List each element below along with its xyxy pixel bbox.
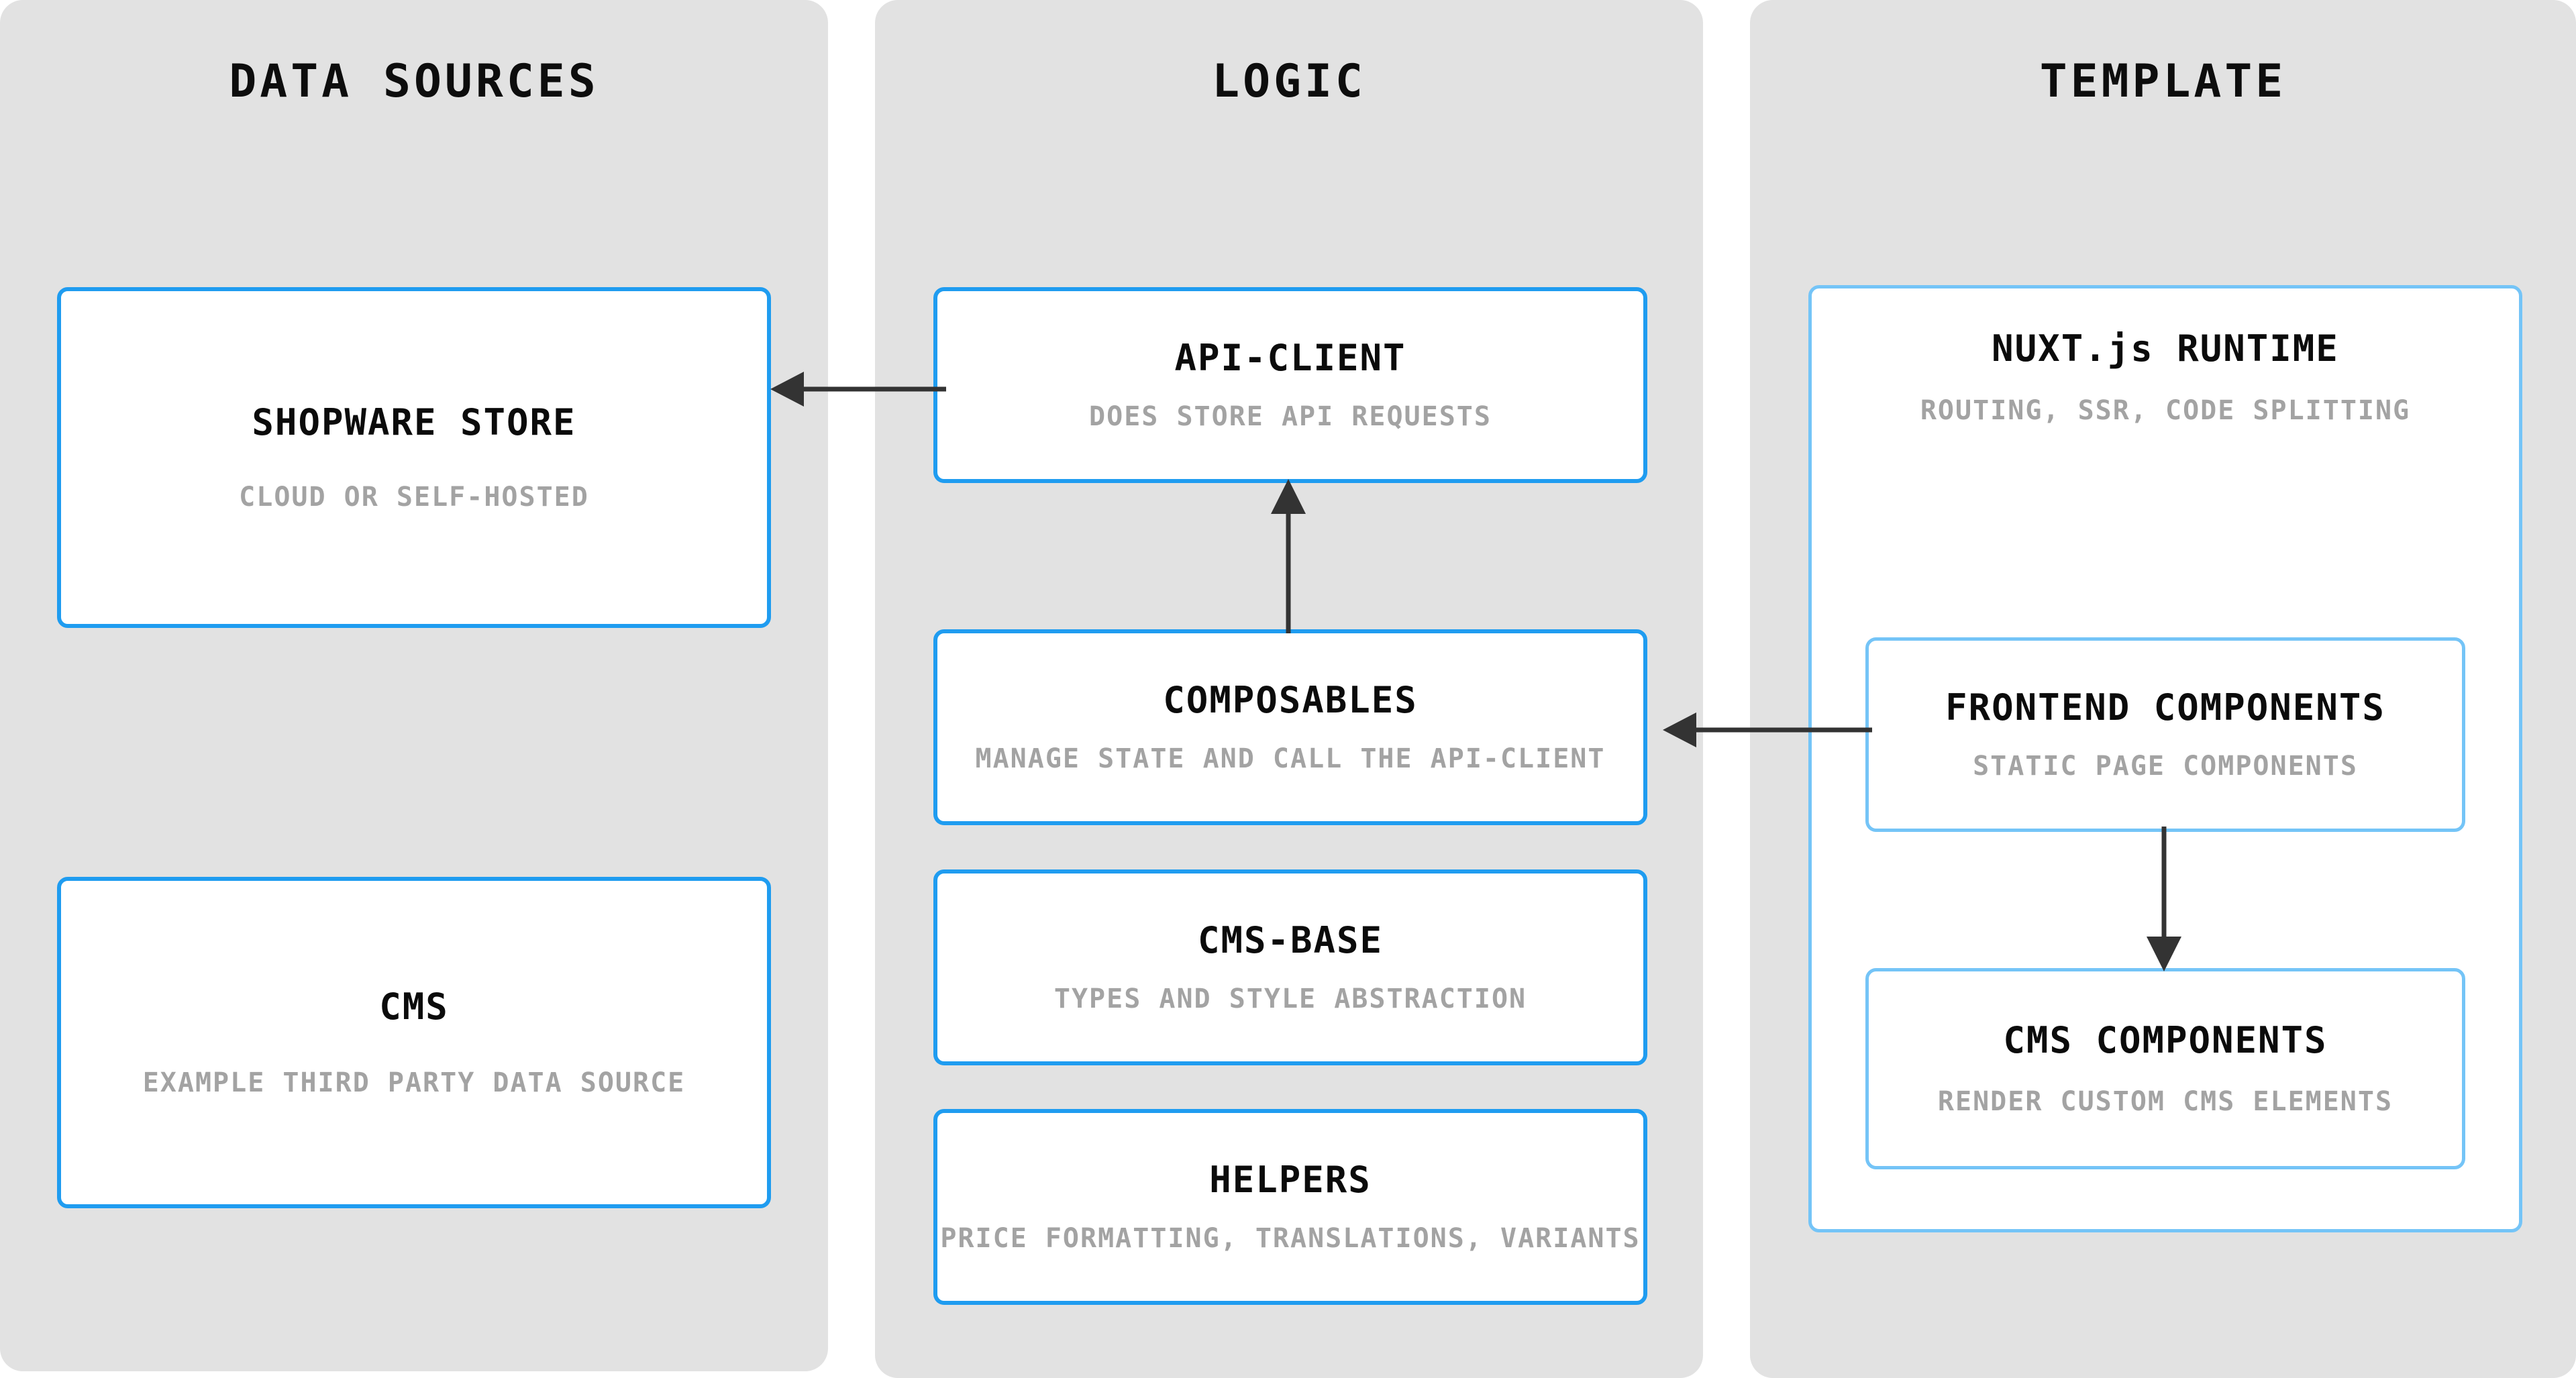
node-title: HELPERS bbox=[1209, 1158, 1372, 1201]
arrow-frontend-components-to-composables bbox=[1644, 703, 1872, 757]
node-cms[interactable]: CMS EXAMPLE THIRD PARTY DATA SOURCE bbox=[57, 877, 771, 1208]
arrow-composables-to-api-client bbox=[1261, 478, 1315, 633]
node-title: FRONTEND COMPONENTS bbox=[1945, 686, 2385, 729]
node-frontend-components[interactable]: FRONTEND COMPONENTS STATIC PAGE COMPONEN… bbox=[1865, 637, 2465, 832]
node-subtitle: ROUTING, SSR, CODE SPLITTING bbox=[1920, 394, 2411, 426]
node-title: API-CLIENT bbox=[1174, 336, 1406, 379]
node-title: CMS-BASE bbox=[1197, 918, 1384, 961]
node-api-client[interactable]: API-CLIENT DOES STORE API REQUESTS bbox=[933, 287, 1647, 483]
column-title-template: TEMPLATE bbox=[2039, 55, 2287, 108]
node-composables[interactable]: COMPOSABLES MANAGE STATE AND CALL THE AP… bbox=[933, 629, 1647, 825]
node-subtitle: PRICE FORMATTING, TRANSLATIONS, VARIANTS bbox=[940, 1223, 1641, 1255]
node-subtitle: MANAGE STATE AND CALL THE API-CLIENT bbox=[975, 743, 1606, 775]
node-subtitle: STATIC PAGE COMPONENTS bbox=[1973, 751, 2358, 782]
node-cms-base[interactable]: CMS-BASE TYPES AND STYLE ABSTRACTION bbox=[933, 869, 1647, 1065]
arrow-api-client-to-shopware-store bbox=[752, 362, 946, 416]
node-helpers[interactable]: HELPERS PRICE FORMATTING, TRANSLATIONS, … bbox=[933, 1109, 1647, 1305]
node-subtitle: CLOUD OR SELF-HOSTED bbox=[239, 482, 589, 513]
node-title: COMPOSABLES bbox=[1163, 678, 1418, 721]
node-shopware-store[interactable]: SHOPWARE STORE CLOUD OR SELF-HOSTED bbox=[57, 287, 771, 628]
node-title: CMS bbox=[379, 985, 449, 1028]
column-title-logic: LOGIC bbox=[1212, 55, 1366, 108]
node-subtitle: RENDER CUSTOM CMS ELEMENTS bbox=[1937, 1086, 2393, 1118]
node-title: NUXT.js RUNTIME bbox=[1992, 327, 2339, 370]
arrow-frontend-components-to-cms-components bbox=[2137, 827, 2191, 973]
node-cms-components[interactable]: CMS COMPONENTS RENDER CUSTOM CMS ELEMENT… bbox=[1865, 968, 2465, 1169]
node-subtitle: TYPES AND STYLE ABSTRACTION bbox=[1053, 984, 1527, 1015]
node-subtitle: DOES STORE API REQUESTS bbox=[1089, 401, 1492, 433]
node-title: SHOPWARE STORE bbox=[252, 401, 576, 443]
column-title-data-sources: DATA SOURCES bbox=[229, 55, 599, 108]
node-subtitle: EXAMPLE THIRD PARTY DATA SOURCE bbox=[142, 1067, 686, 1099]
node-title: CMS COMPONENTS bbox=[2003, 1018, 2328, 1061]
